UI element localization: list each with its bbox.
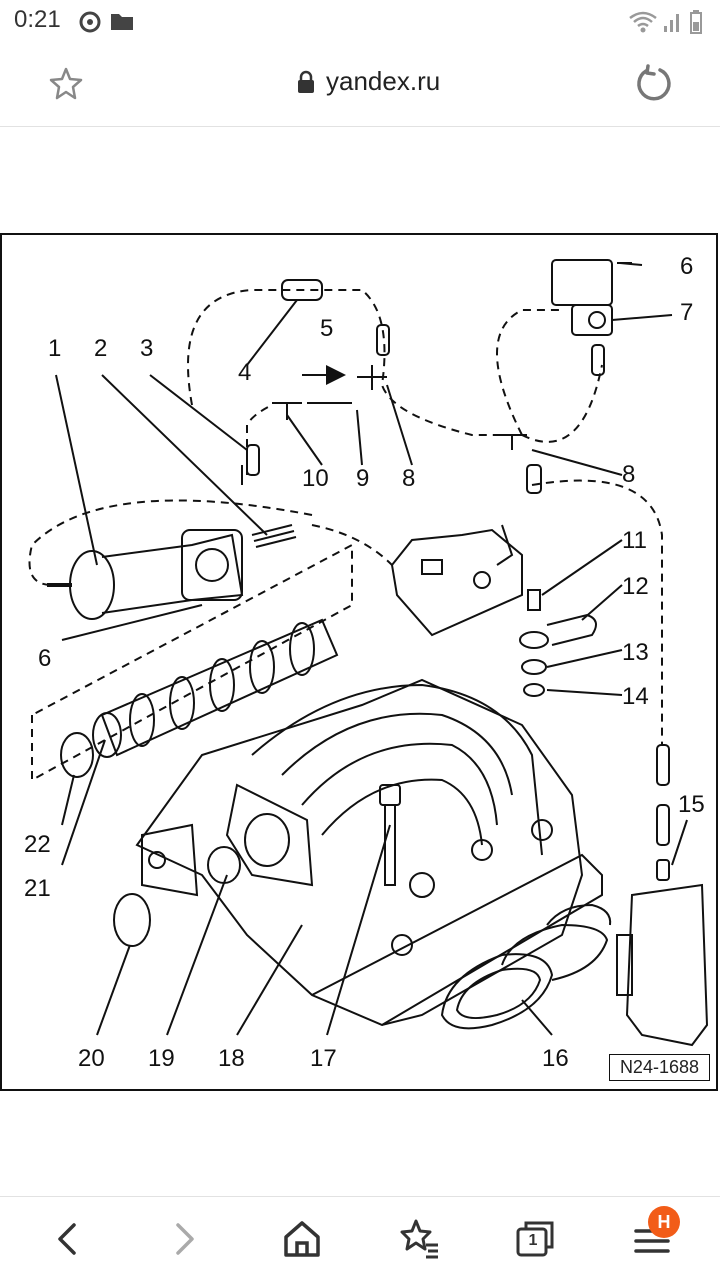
star-list-icon[interactable] bbox=[396, 1215, 444, 1263]
diagram-reference-label: N24-1688 bbox=[608, 1054, 710, 1081]
callout-10: 10 bbox=[302, 465, 329, 492]
tabs-button[interactable]: 1 bbox=[512, 1215, 560, 1263]
callout-12: 12 bbox=[622, 573, 649, 600]
callout-17: 17 bbox=[310, 1045, 337, 1072]
status-bar: 0:21 bbox=[0, 0, 720, 42]
reload-icon[interactable] bbox=[634, 64, 674, 104]
callout-13: 13 bbox=[622, 639, 649, 666]
status-time: 0:21 bbox=[14, 6, 61, 33]
chevron-right-icon[interactable] bbox=[160, 1215, 208, 1263]
callout-3: 3 bbox=[140, 335, 154, 362]
callout-21: 21 bbox=[24, 875, 51, 902]
callout-2: 2 bbox=[94, 335, 108, 362]
callout-5: 5 bbox=[320, 315, 334, 342]
url-text[interactable]: yandex.ru bbox=[326, 66, 441, 96]
browser-address-bar: yandex.ru bbox=[0, 42, 720, 127]
tab-count: 1 bbox=[528, 1232, 538, 1249]
callout-9: 9 bbox=[356, 465, 370, 492]
home-icon[interactable] bbox=[278, 1215, 326, 1263]
callout-18: 18 bbox=[218, 1045, 245, 1072]
folder-icon bbox=[111, 14, 133, 30]
lock-icon bbox=[298, 70, 314, 93]
wifi-icon bbox=[629, 11, 657, 33]
callout-19: 19 bbox=[148, 1045, 175, 1072]
star-icon[interactable] bbox=[48, 66, 84, 102]
page-content: 1 2 3 4 5 6 6 7 8 8 9 10 11 12 13 14 15 … bbox=[0, 127, 720, 1195]
profile-badge[interactable]: H bbox=[648, 1206, 680, 1238]
callout-7: 7 bbox=[680, 299, 694, 326]
callout-4: 4 bbox=[238, 359, 252, 386]
chevron-left-icon[interactable] bbox=[44, 1215, 92, 1263]
tabs-icon bbox=[516, 1221, 554, 1257]
callout-1: 1 bbox=[48, 335, 62, 362]
callout-20: 20 bbox=[78, 1045, 105, 1072]
callout-6-top: 6 bbox=[680, 253, 694, 280]
callout-16: 16 bbox=[542, 1045, 569, 1072]
callout-8-right: 8 bbox=[622, 461, 636, 488]
exploded-view-drawing bbox=[28, 259, 709, 1047]
browser-bottom-bar: 1 bbox=[0, 1196, 720, 1281]
signal-icon bbox=[664, 14, 679, 32]
callout-22: 22 bbox=[24, 831, 51, 858]
intake-manifest-diagram: 1 2 3 4 5 6 6 7 8 8 9 10 11 12 13 14 15 … bbox=[0, 233, 718, 1091]
callout-15: 15 bbox=[678, 791, 705, 818]
callout-11: 11 bbox=[622, 527, 647, 554]
callout-8-mid: 8 bbox=[402, 465, 416, 492]
callout-6-left: 6 bbox=[38, 645, 52, 672]
battery-icon bbox=[690, 10, 702, 34]
callout-14: 14 bbox=[622, 683, 649, 710]
sync-icon bbox=[79, 11, 101, 33]
